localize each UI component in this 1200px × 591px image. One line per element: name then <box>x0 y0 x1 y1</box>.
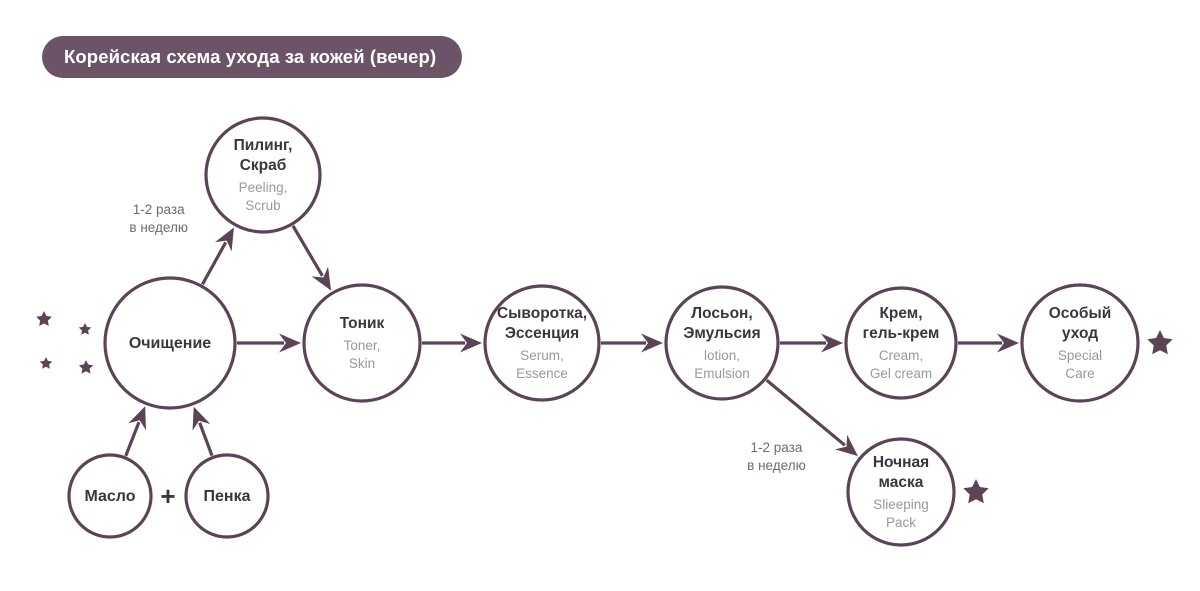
node-oil[interactable]: Масло <box>67 453 153 539</box>
edge-cleansing-to-toner <box>237 333 301 353</box>
arrow-head-icon <box>192 406 211 431</box>
edge-cleansing-to-peeling: 1-2 раза в неделю <box>129 202 234 286</box>
arrow-head-icon <box>641 333 663 353</box>
node-label-ru: уход <box>1062 325 1098 342</box>
node-label-en: lotion, <box>704 348 740 363</box>
node-label-ru: Особый <box>1049 305 1111 322</box>
arrow-head-icon <box>128 406 146 431</box>
node-label-en: Gel cream <box>870 366 932 381</box>
node-lotion[interactable]: Лосьон, Эмульсия lotion, Emulsion <box>664 285 780 401</box>
node-label-ru: Эмульсия <box>683 325 760 342</box>
edge-note-text: в неделю <box>747 458 806 473</box>
node-label-en: Pack <box>886 515 916 530</box>
node-label-en: Scrub <box>245 198 280 213</box>
node-circle[interactable] <box>483 284 601 402</box>
node-cleansing[interactable]: Очищение <box>103 276 237 410</box>
star-icon <box>963 479 989 504</box>
node-label-ru: гель-крем <box>863 325 940 342</box>
edge-lotion-to-cream <box>780 333 843 353</box>
page-title: Корейская схема ухода за кожей (вечер) <box>64 45 437 67</box>
page-title-banner: Корейская схема ухода за кожей (вечер) <box>42 36 463 78</box>
edge-note-text: в неделю <box>129 220 188 235</box>
edges-layer: 1-2 раза в неделю 1-2 раза в неделю <box>124 202 1019 473</box>
node-circle[interactable] <box>664 285 780 401</box>
edge-line <box>765 378 846 447</box>
star-icon <box>78 323 92 335</box>
edge-note-text: 1-2 раза <box>751 440 803 455</box>
edge-line <box>124 421 141 457</box>
edge-line <box>198 422 214 457</box>
edge-serum-to-lotion <box>601 333 663 353</box>
node-circle[interactable] <box>204 116 322 234</box>
star-icon <box>36 311 52 326</box>
node-foam[interactable]: Пенка <box>184 453 270 539</box>
node-label-ru: Масло <box>84 488 135 505</box>
node-label-ru: маска <box>879 474 924 491</box>
arrow-head-icon <box>460 333 482 353</box>
arrow-head-icon <box>834 434 858 457</box>
node-label-ru: Тоник <box>340 315 385 332</box>
node-label-en: Serum, <box>520 348 564 363</box>
arrow-head-icon <box>279 333 301 353</box>
night-icon-group <box>36 311 94 374</box>
node-label-en: Emulsion <box>694 366 750 381</box>
node-circle[interactable] <box>302 283 422 403</box>
star-icon <box>39 357 53 369</box>
edge-toner-to-serum <box>422 333 482 353</box>
edge-note-text: 1-2 раза <box>133 202 185 217</box>
node-label-ru: Крем, <box>879 305 922 322</box>
node-label-ru: Очищение <box>129 335 211 352</box>
node-label-ru: Пенка <box>204 488 251 505</box>
arrow-head-icon <box>311 266 332 291</box>
edge-peeling-to-toner <box>291 225 332 291</box>
arrow-head-icon <box>214 227 234 252</box>
node-circle[interactable] <box>844 286 958 400</box>
node-label-en: Essence <box>516 366 568 381</box>
node-circle[interactable] <box>103 276 237 410</box>
node-circle[interactable] <box>184 453 270 539</box>
node-label-en: Peeling, <box>239 180 288 195</box>
node-label-ru: Лосьон, <box>691 305 752 322</box>
arrow-head-icon <box>821 333 843 353</box>
edge-cream-to-special <box>958 333 1019 353</box>
node-label-ru: Сыворотка, <box>497 305 587 322</box>
edge-line <box>291 225 324 277</box>
edge-lotion-to-sleepmask: 1-2 раза в неделю <box>747 378 858 473</box>
plus-icon: + <box>160 481 175 511</box>
edge-oil-to-cleansing <box>124 406 146 457</box>
node-circle[interactable] <box>1020 283 1140 403</box>
node-label-en: Toner, <box>344 338 381 353</box>
node-label-en: Special <box>1058 348 1102 363</box>
star-icon <box>78 360 94 374</box>
node-circle[interactable] <box>846 437 956 547</box>
edge-line <box>201 241 228 286</box>
edge-foam-to-cleansing <box>192 406 214 457</box>
node-circle[interactable] <box>67 453 153 539</box>
node-label-ru: Пилинг, <box>234 137 293 154</box>
node-label-ru: Эссенция <box>505 325 579 342</box>
arrow-head-icon <box>997 333 1019 353</box>
node-label-en: Slieeping <box>873 497 929 512</box>
node-label-en: Skin <box>349 356 375 371</box>
star-icon <box>1147 330 1173 355</box>
node-label-ru: Скраб <box>240 157 287 174</box>
node-label-ru: Ночная <box>873 454 929 471</box>
node-label-en: Care <box>1065 366 1094 381</box>
node-label-en: Cream, <box>879 348 923 363</box>
